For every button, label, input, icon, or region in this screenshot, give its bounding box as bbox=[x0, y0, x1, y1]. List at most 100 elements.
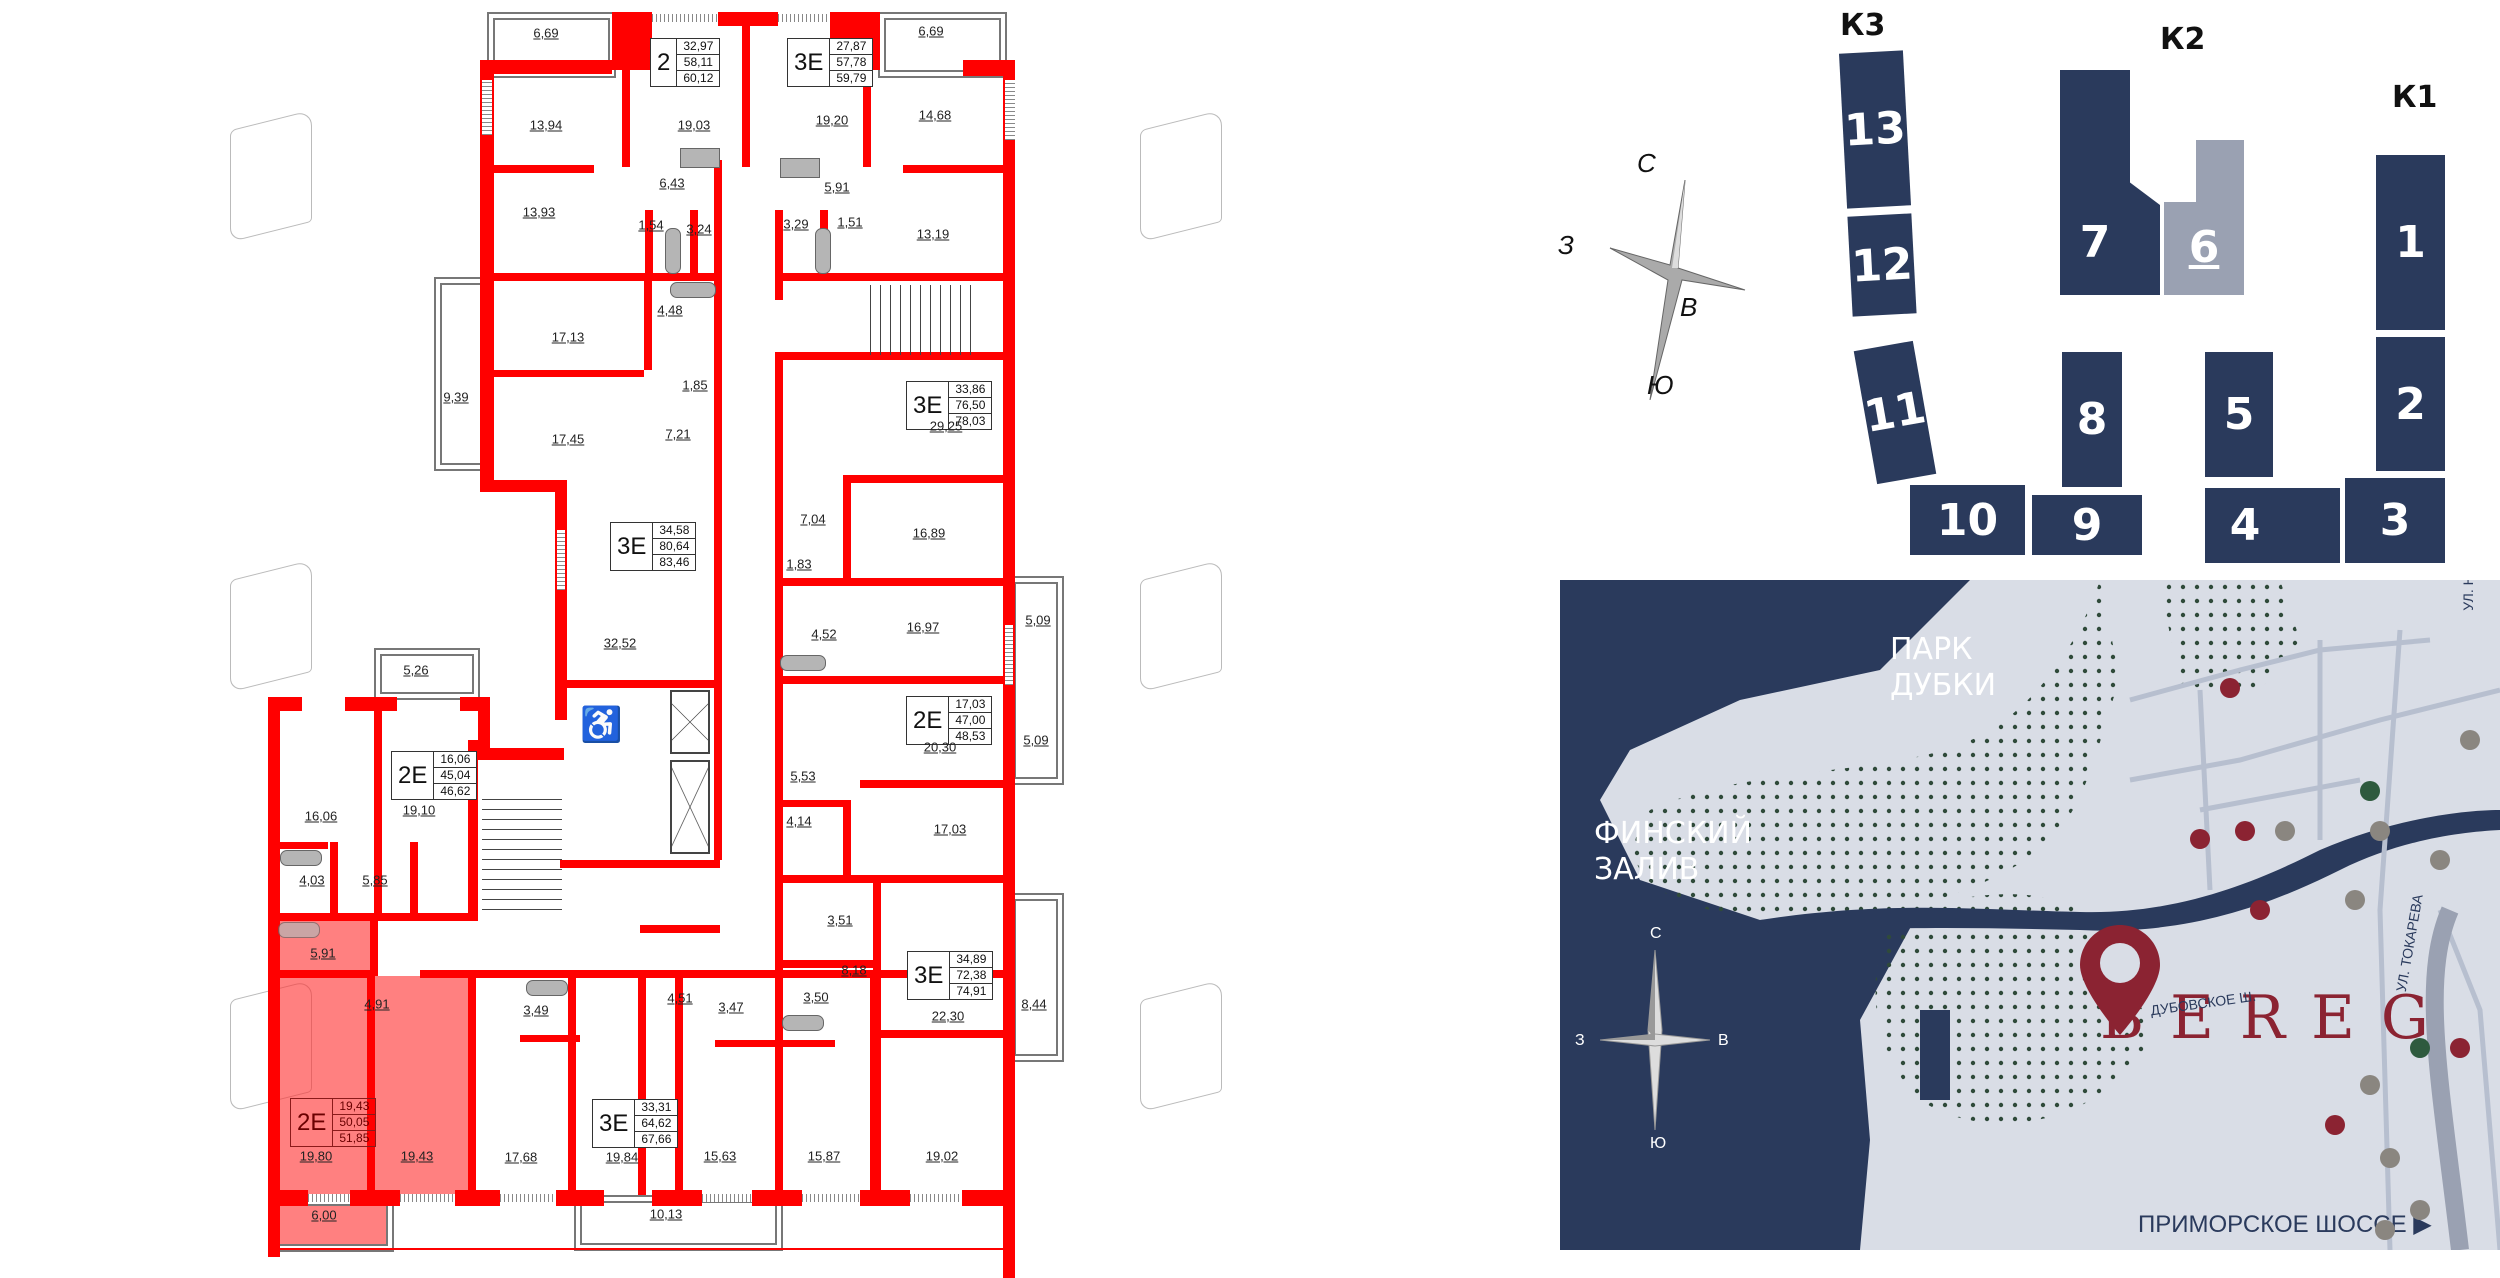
section-k3-label: К3 bbox=[1840, 8, 1886, 43]
room-area: 3,50 bbox=[803, 989, 829, 1005]
poi-marker bbox=[2380, 1148, 2400, 1168]
map-compass-east-label: В bbox=[1718, 1032, 1729, 1049]
building-5[interactable]: 5 bbox=[2205, 352, 2273, 477]
poi-marker bbox=[2460, 730, 2480, 750]
room-area: 15,87 bbox=[807, 1148, 841, 1164]
building-8[interactable]: 8 bbox=[2062, 352, 2122, 487]
room-area: 13,94 bbox=[529, 117, 563, 133]
room-area: 19,43 bbox=[400, 1148, 434, 1164]
room-area: 1,54 bbox=[638, 217, 664, 233]
park-dubki-label: ПАРК ДУБКИ bbox=[1890, 632, 1997, 703]
bathtub-icon bbox=[526, 980, 568, 996]
watermark-logo-icon bbox=[230, 559, 312, 693]
watermark-logo-icon bbox=[1140, 559, 1222, 693]
room-area: 4,51 bbox=[667, 990, 693, 1006]
room-area: 8,44 bbox=[1021, 996, 1047, 1012]
poi-marker bbox=[2410, 1038, 2430, 1058]
poi-marker bbox=[2275, 821, 2295, 841]
bathtub-icon bbox=[665, 228, 681, 274]
gulf-of-finland-label: ФИНСКИЙ ЗАЛИВ bbox=[1594, 816, 1752, 887]
balcony bbox=[374, 648, 480, 700]
map-compass-north-label: С bbox=[1650, 925, 1662, 942]
radiator-icon bbox=[780, 158, 820, 178]
room-area: 3,49 bbox=[523, 1002, 549, 1018]
poi-marker bbox=[2375, 1220, 2395, 1240]
building-11[interactable]: 11 bbox=[1853, 340, 1937, 485]
room-area: 19,10 bbox=[402, 802, 436, 818]
room-area: 19,20 bbox=[815, 112, 849, 128]
location-map: ФИНСКИЙ ЗАЛИВ ПАРК ДУБКИ BEREG ДУБОВСКОЕ… bbox=[1560, 580, 2500, 1250]
room-area: 29,25 bbox=[929, 418, 963, 434]
elevator bbox=[670, 690, 710, 754]
room-area: 13,93 bbox=[522, 204, 556, 220]
room-area: 3,51 bbox=[827, 912, 853, 928]
building-6[interactable]: 6 bbox=[2164, 140, 2244, 295]
poi-marker bbox=[2220, 678, 2240, 698]
room-area: 5,09 bbox=[1023, 732, 1049, 748]
poi-marker bbox=[2370, 821, 2390, 841]
building-10[interactable]: 10 bbox=[1910, 485, 2025, 555]
room-area: 5,85 bbox=[362, 872, 388, 888]
room-area: 4,48 bbox=[657, 302, 683, 318]
room-area: 6,69 bbox=[533, 25, 559, 41]
room-area: 16,97 bbox=[906, 619, 940, 635]
map-compass-west-label: З bbox=[1575, 1032, 1585, 1049]
room-area: 22,30 bbox=[931, 1008, 965, 1024]
room-area: 3,47 bbox=[718, 999, 744, 1015]
poi-marker bbox=[2250, 900, 2270, 920]
compass-west-label: З bbox=[1558, 230, 1574, 260]
bathtub-icon bbox=[815, 228, 831, 274]
building-9[interactable]: 9 bbox=[2032, 495, 2142, 555]
room-area: 19,84 bbox=[605, 1149, 639, 1165]
room-area: 4,91 bbox=[364, 996, 390, 1012]
room-area: 8,18 bbox=[841, 962, 867, 978]
room-area: 7,21 bbox=[665, 426, 691, 442]
staircase bbox=[870, 285, 975, 355]
room-area: 4,14 bbox=[786, 813, 812, 829]
section-k1-label: К1 bbox=[2392, 80, 2438, 115]
room-area: 6,00 bbox=[311, 1207, 337, 1223]
bathtub-icon bbox=[670, 282, 716, 298]
building-4[interactable]: 4 bbox=[2205, 488, 2340, 563]
room-area: 1,83 bbox=[786, 556, 812, 572]
room-area: 5,09 bbox=[1025, 612, 1051, 628]
room-area: 19,80 bbox=[299, 1148, 333, 1164]
bathtub-icon bbox=[278, 922, 320, 938]
room-area: 5,26 bbox=[403, 662, 429, 678]
bathtub-icon bbox=[782, 1015, 824, 1031]
poi-marker bbox=[2325, 1115, 2345, 1135]
bereg-logo: BEREG bbox=[2100, 983, 2455, 1053]
room-area: 4,52 bbox=[811, 626, 837, 642]
room-area: 16,89 bbox=[912, 525, 946, 541]
building-2[interactable]: 2 bbox=[2376, 337, 2445, 471]
building-1[interactable]: 1 bbox=[2376, 155, 2445, 330]
building-12[interactable]: 12 bbox=[1847, 213, 1917, 317]
section-k2-label: К2 bbox=[2160, 22, 2206, 57]
poi-marker bbox=[2450, 1038, 2470, 1058]
room-area: 1,85 bbox=[682, 377, 708, 393]
room-area: 17,45 bbox=[551, 431, 585, 447]
room-area: 3,29 bbox=[783, 216, 809, 232]
building-3[interactable]: 3 bbox=[2345, 478, 2445, 563]
poi-marker bbox=[2345, 890, 2365, 910]
building-7[interactable]: 7 bbox=[2060, 70, 2160, 295]
map-land bbox=[1600, 580, 2500, 1250]
map-compass-icon bbox=[1600, 950, 1710, 1130]
room-area: 5,53 bbox=[790, 768, 816, 784]
room-area: 9,39 bbox=[443, 389, 469, 405]
location-pin-icon bbox=[2080, 925, 2160, 1035]
room-area: 7,04 bbox=[800, 511, 826, 527]
room-area: 14,68 bbox=[918, 107, 952, 123]
building-13[interactable]: 13 bbox=[1838, 50, 1912, 209]
watermark-logo-icon bbox=[1140, 979, 1222, 1113]
room-area: 17,03 bbox=[933, 821, 967, 837]
